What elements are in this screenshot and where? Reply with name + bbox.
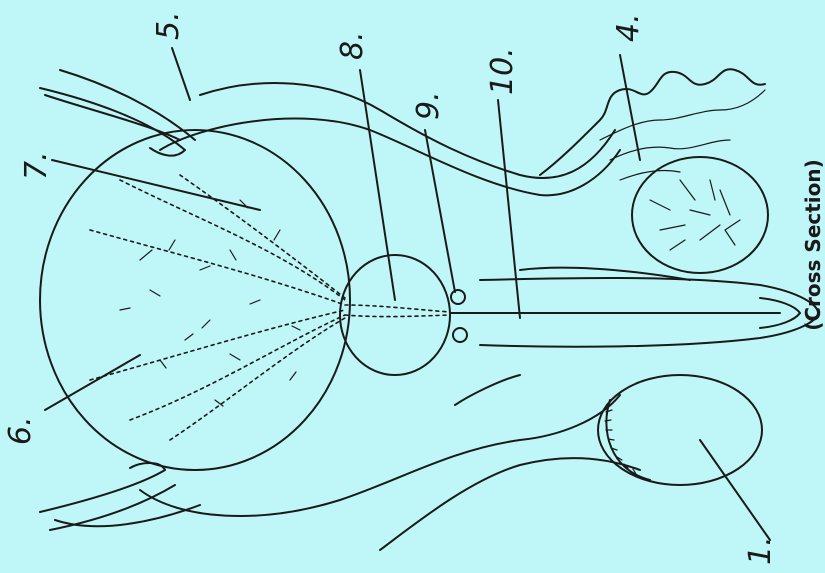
label-7: 7.	[19, 151, 54, 180]
label-6: 6.	[3, 416, 38, 445]
testis-lower	[598, 375, 762, 485]
prostate	[340, 255, 450, 375]
label-1: 1.	[743, 536, 778, 565]
label-8: 8.	[335, 31, 370, 60]
bladder-texture	[120, 200, 300, 406]
bladder-dash-5	[180, 175, 345, 298]
body-outline-lower	[140, 395, 620, 516]
bulbourethral-gland-top	[451, 290, 465, 304]
bulbourethral-gland-bottom	[453, 328, 467, 342]
bladder	[40, 130, 350, 470]
leader-5	[172, 48, 190, 100]
leader-7	[52, 160, 260, 210]
bladder-dash-3	[90, 310, 345, 380]
testis-cross-section	[632, 157, 768, 273]
label-9: 9.	[411, 91, 446, 120]
shaft-upper	[480, 278, 818, 313]
bladder-dash-4	[130, 315, 345, 420]
leader-4	[620, 55, 640, 160]
leader-1	[700, 440, 770, 540]
label-10: 10.	[485, 47, 520, 95]
fold-line-left	[455, 375, 520, 405]
label-5: 5.	[151, 11, 186, 40]
coiled-duct-folds	[600, 90, 765, 180]
label-4: 4.	[611, 13, 646, 42]
ureter-lower	[40, 463, 165, 512]
shaft-lower	[480, 313, 818, 347]
ureter-upper-outer	[60, 70, 195, 140]
ureter-upper	[40, 88, 185, 156]
caption: (Cross Section)	[801, 159, 825, 331]
body-outline-upper-2	[160, 119, 620, 196]
bladder-dash-6	[170, 318, 345, 440]
leader-10	[498, 100, 520, 318]
bladder-dash-7	[345, 305, 450, 312]
bladder-dash-1	[120, 180, 345, 300]
bladder-dash-8	[345, 315, 450, 317]
body-outline-lower-2	[55, 458, 640, 550]
seminiferous-tubules	[650, 180, 740, 250]
coiled-duct	[540, 69, 765, 175]
